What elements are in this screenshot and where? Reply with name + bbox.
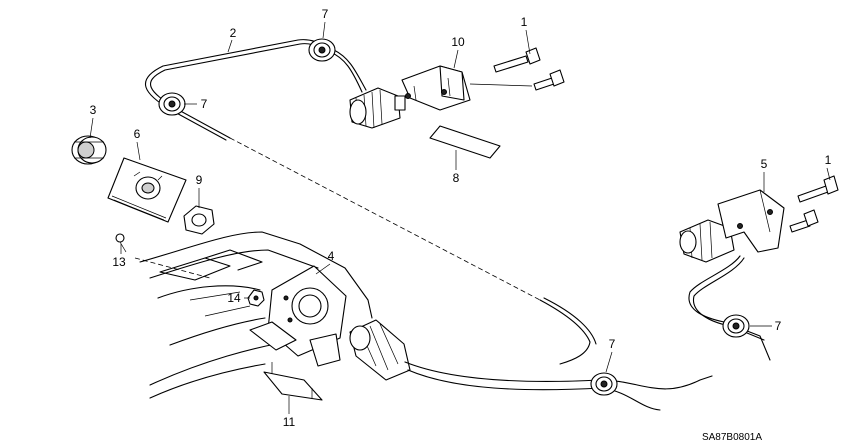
right-bolt-long [797,175,839,203]
callout-1-right: 1 [825,153,832,167]
callout-13: 13 [112,255,126,269]
upper-bolt-short [533,69,565,91]
hex-nut [183,205,215,235]
switch-panel [107,157,187,223]
callout-7-left: 7 [201,97,208,111]
flange-nut [247,289,265,307]
callout-5: 5 [761,157,768,171]
lower-cable-harness [404,255,771,411]
callout-7-top: 7 [322,7,329,21]
callout-14: 14 [227,291,241,305]
lower-switch-connector [349,319,411,381]
knob-cap [71,135,107,165]
callout-2: 2 [230,26,237,40]
grommet-left [158,92,186,116]
callout-9: 9 [196,173,203,187]
right-bracket [717,189,785,253]
switch-housing-bracket [249,265,347,367]
small-screw [115,233,127,253]
cable-route-line [229,137,541,301]
callout-7-right: 7 [775,319,782,333]
right-bolt-short [789,209,819,233]
callout-11: 11 [283,415,296,429]
callout-6: 6 [134,127,141,141]
diagram-code: SA87B0801A [702,432,762,443]
leader-lines [89,21,831,414]
right-switch-connector [679,219,735,263]
adhesive-tape [429,125,501,159]
grommet-top [308,38,336,62]
callout-labels: 1 1 2 3 4 5 6 7 7 7 7 8 9 10 11 13 14 [90,7,832,429]
callout-7-center: 7 [609,337,616,351]
callout-4: 4 [328,249,335,263]
upper-bolt-long [493,47,541,73]
upper-bracket [401,65,471,111]
mounting-plate [263,362,323,401]
bolt-guide-line [469,83,533,87]
callout-8: 8 [453,171,460,185]
callout-10: 10 [451,35,465,49]
grommet-lower-center [590,372,618,396]
cable-route-line-2 [134,257,211,279]
grommet-lower-right [722,314,750,338]
vehicle-body-outline [139,231,373,399]
callout-1-top: 1 [521,15,528,29]
callout-3: 3 [90,103,97,117]
upper-switch-connector [349,87,406,129]
